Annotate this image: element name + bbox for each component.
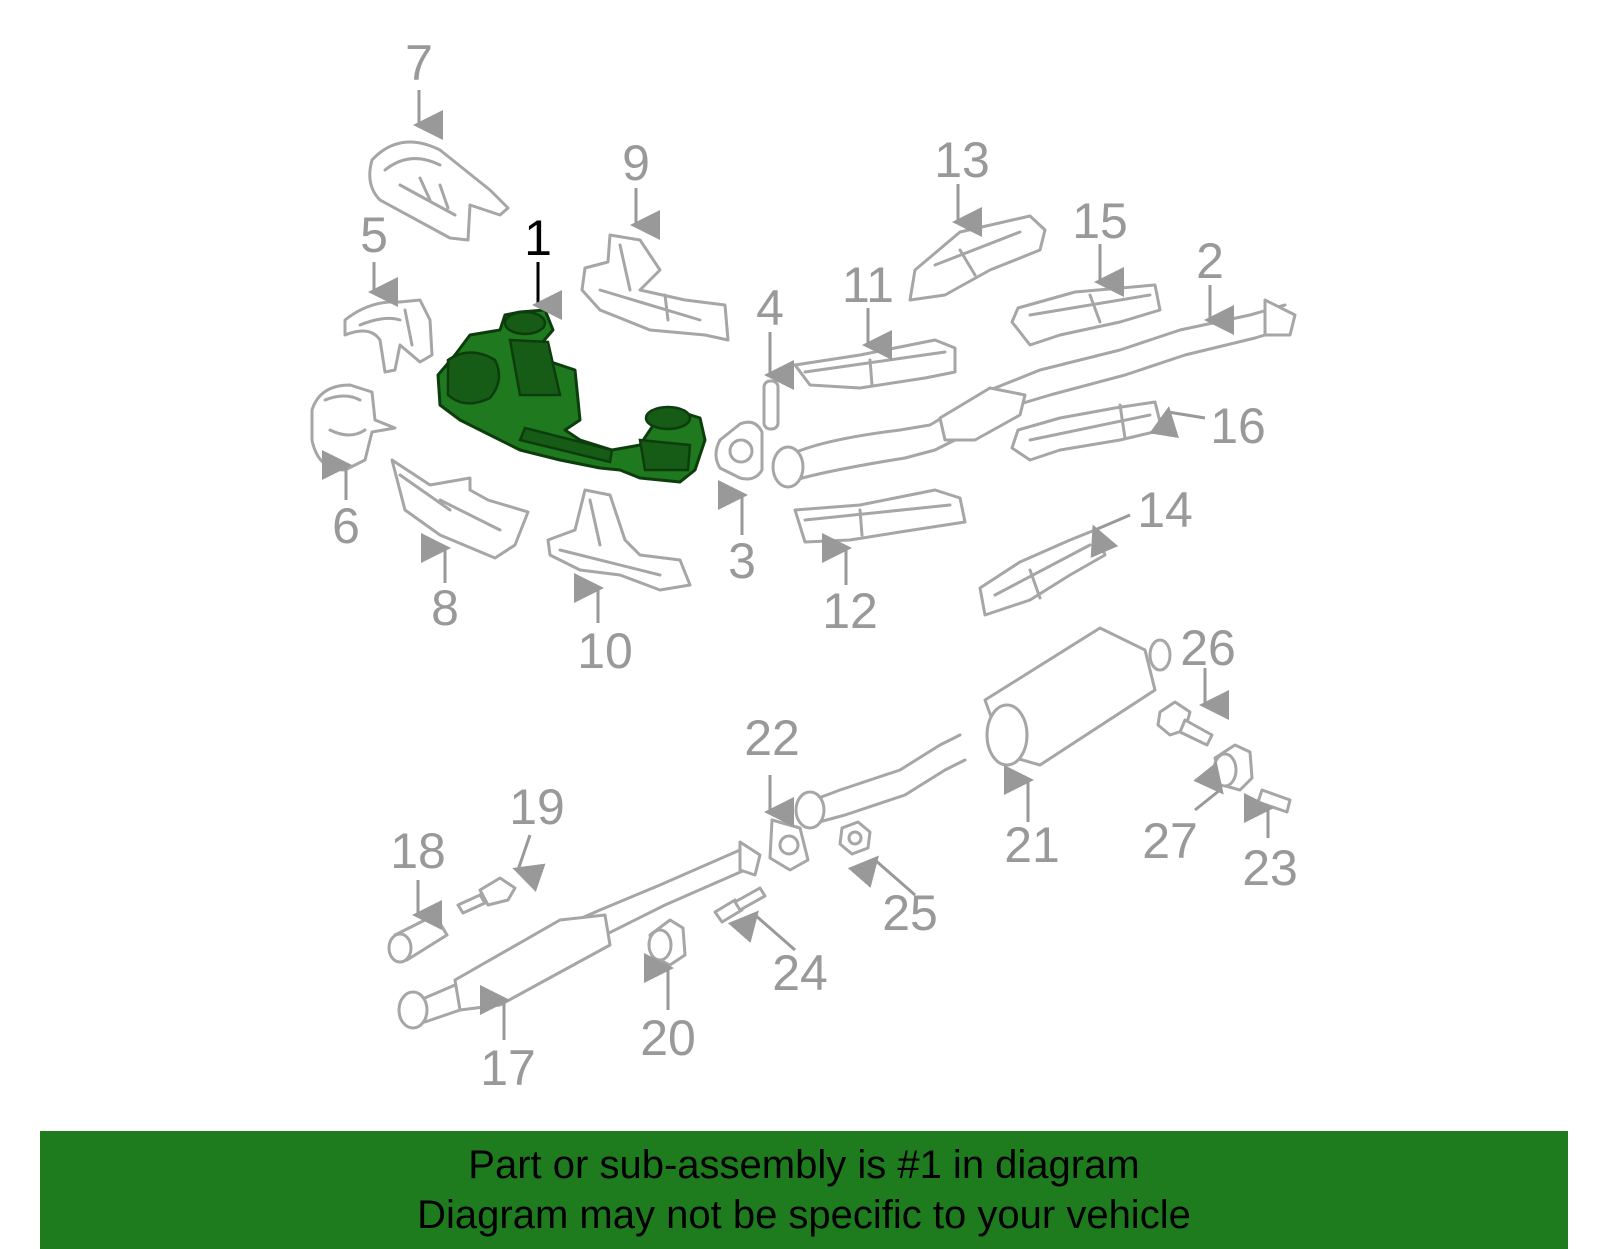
- part-20-insulator[interactable]: [647, 918, 687, 967]
- callout-14[interactable]: 14: [1137, 482, 1193, 538]
- callout-2[interactable]: 2: [1196, 233, 1224, 289]
- callout-7[interactable]: 7: [405, 35, 433, 91]
- part-18-hanger[interactable]: [387, 913, 449, 964]
- part-6-shield[interactable]: [310, 383, 397, 472]
- part-7-heat-shield[interactable]: [368, 140, 510, 242]
- part-22-gasket[interactable]: [768, 818, 810, 872]
- callout-15[interactable]: 15: [1072, 193, 1128, 249]
- callout-16[interactable]: 16: [1210, 398, 1266, 454]
- callout-17[interactable]: 17: [480, 1040, 536, 1096]
- part-15-shield[interactable]: [1010, 283, 1162, 347]
- callout-26[interactable]: 26: [1180, 620, 1236, 676]
- callout-8[interactable]: 8: [431, 580, 459, 636]
- part-5-shield[interactable]: [343, 298, 434, 374]
- part-8-shield[interactable]: [390, 458, 530, 560]
- part-25-nut[interactable]: [838, 820, 872, 856]
- part-10-shield[interactable]: [546, 488, 692, 592]
- part-21-muffler[interactable]: [794, 626, 1172, 830]
- callout-18[interactable]: 18: [390, 823, 446, 879]
- callout-4[interactable]: 4: [756, 280, 784, 336]
- part-14-shield[interactable]: [978, 528, 1107, 617]
- callout-27[interactable]: 27: [1142, 813, 1198, 869]
- callout-1[interactable]: 1: [524, 210, 552, 266]
- callout-13[interactable]: 13: [934, 132, 990, 188]
- callout-21[interactable]: 21: [1004, 817, 1060, 873]
- callout-22[interactable]: 22: [744, 710, 800, 766]
- callout-arrows: [322, 90, 1274, 1040]
- callout-20[interactable]: 20: [640, 1010, 696, 1066]
- part-16-shield[interactable]: [1010, 400, 1164, 462]
- callout-11[interactable]: 11: [842, 257, 894, 313]
- callout-6[interactable]: 6: [332, 498, 360, 554]
- part-3-gasket[interactable]: [714, 420, 764, 481]
- part-26-bolt[interactable]: [1156, 700, 1214, 747]
- callout-25[interactable]: 25: [882, 885, 938, 941]
- callout-10[interactable]: 10: [577, 623, 633, 679]
- part-2-front-pipe[interactable]: [771, 298, 1297, 489]
- part-9-shield[interactable]: [580, 233, 730, 342]
- callout-19[interactable]: 19: [509, 779, 565, 835]
- callout-24[interactable]: 24: [772, 945, 828, 1001]
- part-19-sensor[interactable]: [456, 876, 517, 915]
- part-1-exhaust-manifold[interactable]: [436, 308, 707, 484]
- callout-9[interactable]: 9: [622, 135, 650, 191]
- callout-5[interactable]: 5: [360, 207, 388, 263]
- part-17-center-pipe[interactable]: [397, 840, 762, 1030]
- callout-12[interactable]: 12: [822, 583, 878, 639]
- part-12-shield[interactable]: [793, 488, 967, 544]
- banner-line-2: Diagram may not be specific to your vehi…: [417, 1193, 1191, 1237]
- part-27-insulator[interactable]: [1212, 743, 1254, 792]
- part-4-gasket[interactable]: [762, 379, 780, 431]
- banner-line-1: Part or sub-assembly is #1 in diagram: [468, 1143, 1140, 1187]
- part-11-shield[interactable]: [793, 338, 957, 390]
- callout-3[interactable]: 3: [728, 533, 756, 589]
- callout-23[interactable]: 23: [1242, 840, 1298, 896]
- part-23-pipe[interactable]: [1256, 788, 1292, 814]
- info-banner: Part or sub-assembly is #1 in diagram Di…: [40, 1131, 1568, 1249]
- part-13-shield[interactable]: [908, 214, 1047, 302]
